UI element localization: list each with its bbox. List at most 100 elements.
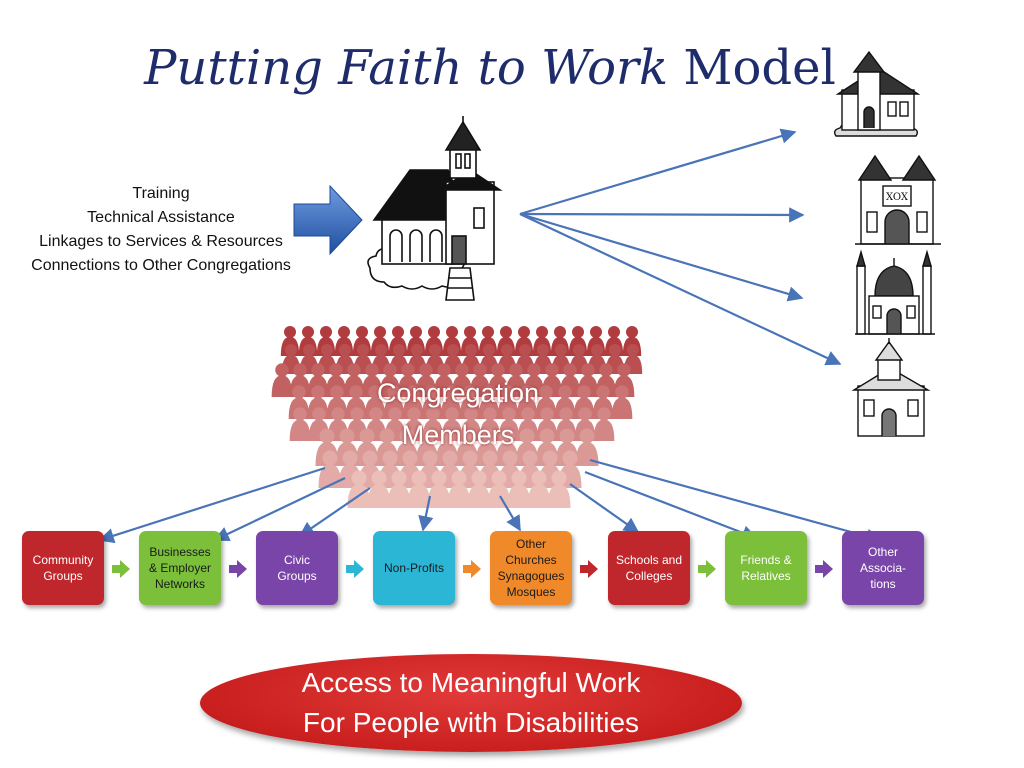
support-arrow-icon: [293, 184, 363, 256]
crowd-person-head: [311, 385, 325, 399]
crowd-person-head: [388, 407, 402, 421]
support-training: Training: [132, 185, 190, 202]
network-label: & Employer: [148, 561, 212, 575]
support-linkages: Linkages to Services & Resources: [39, 233, 283, 250]
crowd-person-head: [545, 363, 559, 377]
crowd-person-head: [383, 363, 397, 377]
supports-list: Training Technical Assistance Linkages t…: [0, 182, 322, 278]
crowd-person-head: [359, 428, 375, 444]
crowd-person-body: [507, 484, 531, 508]
network-connectors: [112, 560, 833, 578]
connector-arrow-icon: [229, 560, 247, 578]
crowd-person-head: [371, 470, 387, 486]
synagogue-icon: XOX: [855, 154, 941, 245]
crowd-person-body: [367, 484, 391, 508]
crowd-person-head: [406, 385, 420, 399]
crowd-person-head: [419, 428, 435, 444]
crowd-person-head: [572, 326, 584, 338]
crowd-person-head: [428, 326, 440, 338]
crowd-person-head: [527, 363, 541, 377]
crowd-person-head: [483, 407, 497, 421]
network-label: Friends &: [740, 553, 792, 567]
crowd-person-head: [596, 385, 610, 399]
crowd-person-head: [311, 363, 325, 377]
crowd-person-head: [320, 326, 332, 338]
crowd-person-head: [608, 326, 620, 338]
crowd-person-head: [331, 407, 345, 421]
crowd-person-head: [482, 450, 498, 466]
crowd-person-head: [369, 407, 383, 421]
network-label: Civic: [284, 553, 310, 567]
crowd-person-head: [349, 385, 363, 399]
crowd-person-head: [577, 385, 591, 399]
crowd-person-head: [330, 385, 344, 399]
title-italic: Putting Faith to Work: [144, 40, 669, 96]
crowd-person-head: [329, 363, 343, 377]
crowd-person-head: [387, 385, 401, 399]
page-title: Putting Faith to Work Model: [0, 40, 980, 96]
crowd-person-head: [519, 428, 535, 444]
crowd-person-head: [482, 385, 496, 399]
crowd-person-head: [542, 450, 558, 466]
crowd-person-head: [531, 470, 547, 486]
network-box-other-churches: Other Churches Synagogues Mosques: [490, 531, 572, 605]
outcome-oval: Access to Meaningful Work For People wit…: [200, 654, 742, 752]
title-plain: Model: [668, 40, 836, 96]
crowd-person-head: [539, 428, 555, 444]
crowd-person-head: [446, 326, 458, 338]
crowd-person-head: [393, 344, 405, 356]
congregation-line-1: Congregation: [376, 378, 540, 408]
network-label: Businesses: [149, 545, 211, 559]
network-box-schools: Schools and Colleges: [608, 531, 690, 605]
network-label: tions: [870, 577, 896, 591]
network-box-other-associations: Other Associa- tions: [842, 531, 924, 605]
crowd-person-head: [499, 428, 515, 444]
crowd-person-head: [447, 344, 459, 356]
crowd-person-head: [411, 344, 423, 356]
crowd-person-head: [351, 470, 367, 486]
crowd-person-head: [402, 450, 418, 466]
crowd-person-head: [573, 344, 585, 356]
network-label: Groups: [43, 569, 83, 583]
crowd-person-head: [422, 450, 438, 466]
crowd-person-head: [293, 407, 307, 421]
crowd-person-head: [362, 450, 378, 466]
connector-arrow-icon: [112, 560, 130, 578]
crowd-person-head: [356, 326, 368, 338]
crowd-person-head: [599, 363, 613, 377]
crowd-person-body: [527, 484, 551, 508]
crowd-person-head: [464, 407, 478, 421]
crowd-person-head: [407, 407, 421, 421]
network-label: Relatives: [741, 569, 791, 583]
central-church-icon: [367, 116, 503, 301]
crowd-person-head: [578, 407, 592, 421]
network-label: Associa-: [859, 561, 906, 575]
crowd-person-head: [419, 363, 433, 377]
crowd-person-head: [444, 385, 458, 399]
crowd-person-body: [593, 419, 615, 441]
network-label: Other: [515, 537, 546, 551]
crowd-person-head: [463, 385, 477, 399]
crowd-person-head: [502, 450, 518, 466]
crowd-person-head: [539, 385, 553, 399]
network-label: Groups: [277, 569, 317, 583]
svg-text:XOX: XOX: [886, 192, 909, 203]
crowd-person-head: [581, 363, 595, 377]
network-box-community-groups: Community Groups: [22, 531, 104, 605]
crowd-person-body: [289, 419, 311, 441]
crowd-person-head: [464, 326, 476, 338]
crowd-person-head: [590, 326, 602, 338]
crowd-person-head: [491, 363, 505, 377]
crowd-person-head: [501, 344, 513, 356]
congregation-crowd: [271, 326, 643, 508]
connector-arrow-icon: [463, 560, 481, 578]
support-technical-assistance: Technical Assistance: [87, 209, 235, 226]
crowd-person-body: [271, 375, 293, 397]
crowd-person-head: [563, 363, 577, 377]
crowd-person-head: [350, 407, 364, 421]
crowd-person-head: [426, 407, 440, 421]
crowd-person-head: [562, 450, 578, 466]
crowd-person-head: [374, 326, 386, 338]
network-box-friends-relatives: Friends & Relatives: [725, 531, 807, 605]
